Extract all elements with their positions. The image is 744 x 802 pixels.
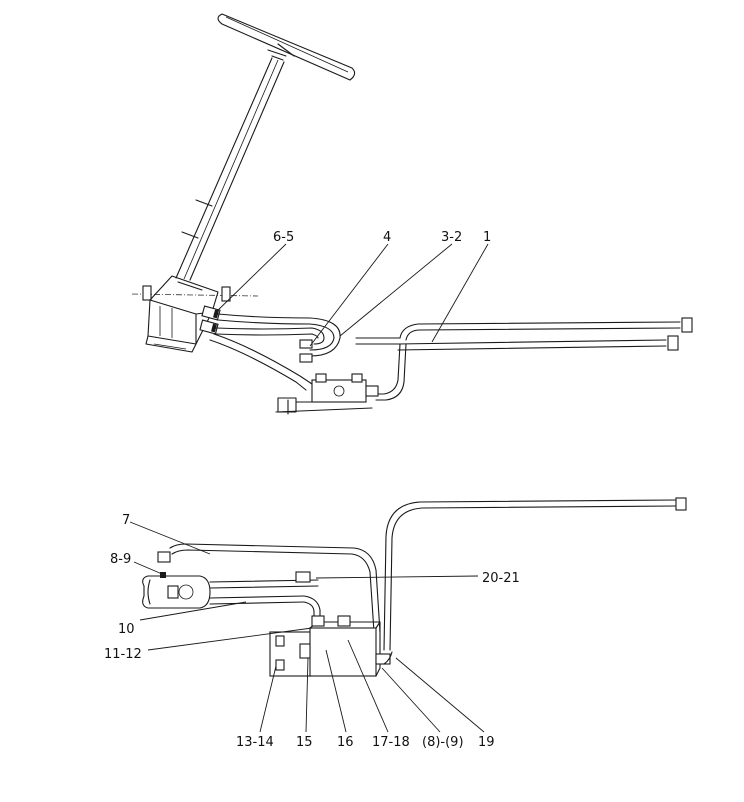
steering-column <box>175 49 287 281</box>
pipe-7 <box>157 543 381 633</box>
steering-wheel <box>217 13 356 81</box>
callout-4: 4 <box>383 230 391 245</box>
callout-1: 1 <box>483 230 491 245</box>
cylinder <box>142 571 319 609</box>
callout-7: 7 <box>122 513 130 528</box>
callout-13-14: 13-14 <box>236 735 274 750</box>
upper-assembly <box>131 13 693 415</box>
callout-20-21: 20-21 <box>482 571 520 586</box>
callout-16: 16 <box>337 735 354 750</box>
control-valve-upper <box>275 373 379 415</box>
steering-unit-fittings <box>199 305 221 335</box>
hose-loop <box>215 313 341 363</box>
upper-leaders <box>213 243 489 347</box>
mount-bolt-right <box>221 286 231 302</box>
callout-8-9: 8-9 <box>110 552 131 567</box>
callout-10: 10 <box>118 622 135 637</box>
steering-unit <box>145 275 219 353</box>
callout-3-2: 3-2 <box>441 230 462 245</box>
hose-to-valve <box>209 333 313 391</box>
callout-19: 19 <box>478 735 495 750</box>
callout-8-9-paren: (8)-(9) <box>422 735 464 750</box>
callout-17-18: 17-18 <box>372 735 410 750</box>
lower-assembly <box>129 497 687 733</box>
pipe-3-2 <box>355 337 401 345</box>
pipe-19 <box>383 497 687 651</box>
mount-bolt-left <box>142 285 152 301</box>
pipe-1 <box>375 317 693 401</box>
callout-6-5: 6-5 <box>273 230 294 245</box>
callout-11-12: 11-12 <box>104 647 142 662</box>
lower-leaders <box>129 521 485 733</box>
hose-11-12 <box>303 595 321 625</box>
control-valve-lower <box>269 615 393 677</box>
callout-15: 15 <box>296 735 313 750</box>
mount-centerline <box>131 293 259 297</box>
